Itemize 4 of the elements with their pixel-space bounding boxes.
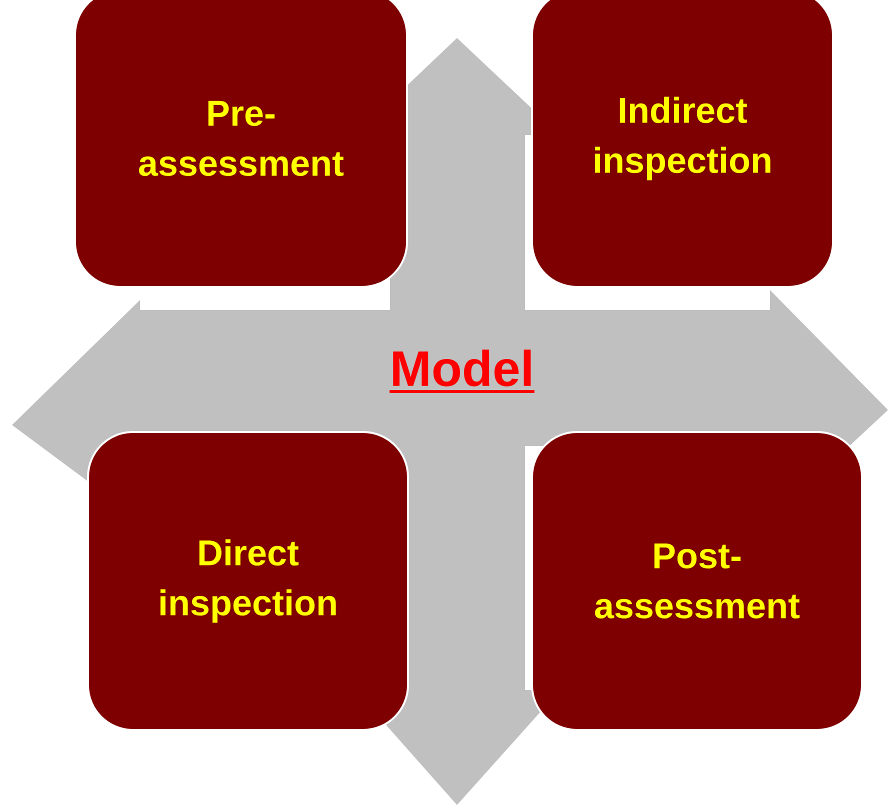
process-box: Pre- assessment	[74, 0, 408, 288]
process-box: Direct inspection	[87, 431, 409, 731]
process-box: Post- assessment	[531, 431, 863, 731]
process-box: Indirect inspection	[531, 0, 834, 288]
